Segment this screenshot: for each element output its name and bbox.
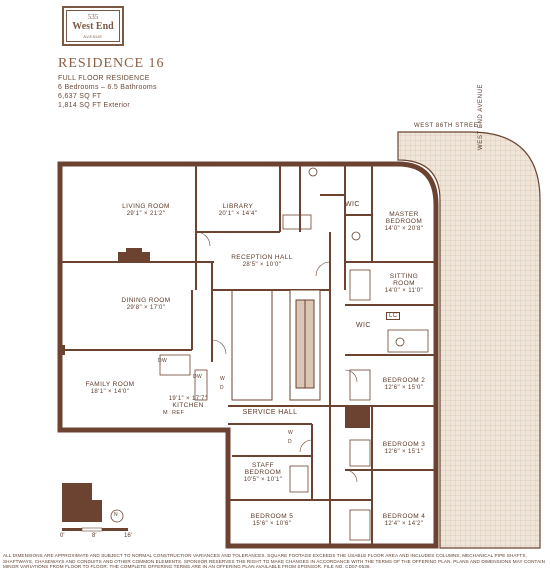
scale-zero: 0'	[60, 533, 65, 539]
room-bedroom2-dim: 12'6" × 15'0"	[384, 385, 424, 391]
label-washer-1: W	[220, 376, 226, 382]
interior-walls	[62, 166, 436, 546]
logo-sub: AVENUE	[83, 34, 103, 39]
label-washer-2: W	[288, 430, 294, 436]
building-logo: 535 West End AVENUE	[62, 6, 124, 46]
label-dw-1: DW	[158, 358, 168, 364]
room-service-name: SERVICE HALL	[242, 409, 298, 416]
scale-sixteen: 16'	[124, 533, 132, 539]
label-dryer-1: D	[220, 385, 225, 391]
room-family-dim: 18'1" × 14'0"	[90, 389, 130, 395]
room-dining-dim: 29'8" × 17'0"	[126, 305, 166, 311]
room-master: MASTER BEDROOM 14'0" × 20'8"	[372, 211, 436, 232]
room-bedroom2: BEDROOM 2 12'6" × 15'0"	[372, 377, 436, 391]
room-sitting: SITTING ROOM 14'0" × 11'0"	[372, 273, 436, 294]
logo-number: 535	[87, 13, 99, 21]
room-living: LIVING ROOM 29'1" × 21'2"	[96, 203, 196, 217]
label-m: M	[163, 410, 168, 416]
label-dw-2: DW	[193, 374, 203, 380]
room-reception: RECEPTION HALL 28'5" × 10'0"	[212, 254, 312, 268]
door-swings	[195, 231, 358, 483]
room-bedroom3: BEDROOM 3 12'6" × 15'1"	[372, 441, 436, 455]
room-bedroom4-name: BEDROOM 4	[382, 513, 426, 520]
label-ref: REF	[172, 410, 185, 416]
room-kitchen-name: KITCHEN	[172, 402, 204, 409]
room-bedroom3-name: BEDROOM 3	[382, 441, 426, 448]
street-east: WEST END AVENUE	[478, 83, 484, 150]
room-dining: DINING ROOM 29'8" × 17'0"	[96, 297, 196, 311]
street-north: WEST 86TH STREET	[414, 123, 483, 129]
key-plan	[62, 483, 102, 522]
info-line-1: FULL FLOOR RESIDENCE	[58, 75, 150, 82]
fireplaces	[60, 248, 370, 428]
room-library: LIBRARY 20'1" × 14'4"	[198, 203, 278, 217]
room-staff-name1: STAFF	[251, 462, 275, 469]
kitchen-counters	[159, 354, 208, 401]
room-living-dim: 29'1" × 21'2"	[126, 211, 166, 217]
room-sitting-dim: 14'0" × 11'0"	[384, 288, 424, 294]
residence-title: RESIDENCE 16	[58, 56, 165, 71]
stair-core	[231, 289, 321, 401]
room-bedroom5: BEDROOM 5 15'6" × 10'6"	[232, 513, 312, 527]
room-family-name: FAMILY ROOM	[85, 381, 135, 388]
room-bedroom2-name: BEDROOM 2	[382, 377, 426, 384]
room-reception-dim: 28'5" × 10'0"	[242, 262, 282, 268]
scale-eight: 8'	[92, 533, 97, 539]
room-library-name: LIBRARY	[222, 203, 254, 210]
disclaimer: ALL DIMENSIONS ARE APPROXIMATE AND SUBJE…	[3, 553, 546, 570]
label-wic-master: WIC	[345, 201, 360, 208]
exterior-walls	[57, 161, 439, 549]
room-service: SERVICE HALL	[228, 409, 312, 416]
room-bedroom5-dim: 15'6" × 10'6"	[252, 521, 292, 527]
logo-name: West End	[72, 21, 114, 32]
room-master-name1: MASTER	[389, 211, 419, 218]
room-library-dim: 20'1" × 14'4"	[218, 211, 258, 217]
info-line-2: 6 Bedrooms – 6.5 Bathrooms	[58, 84, 157, 91]
north-arrow	[110, 509, 124, 523]
room-kitchen: 19'1" × 17'7" KITCHEN	[160, 396, 216, 409]
scale-bar	[62, 527, 128, 532]
label-wic-bed2: WIC	[356, 322, 371, 329]
room-master-dim: 14'0" × 20'8"	[384, 226, 424, 232]
north-label: N	[114, 512, 118, 518]
label-lc: LC	[386, 312, 401, 320]
room-bedroom4-dim: 12'4" × 14'2"	[384, 521, 424, 527]
info-line-3: 6,637 SQ FT	[58, 93, 102, 100]
room-staff: STAFF BEDROOM 10'5" × 10'1"	[234, 462, 292, 483]
room-family: FAMILY ROOM 18'1" × 14'0"	[70, 381, 150, 395]
room-sitting-name2: ROOM	[393, 280, 415, 287]
room-bedroom3-dim: 12'6" × 15'1"	[384, 449, 424, 455]
info-line-4: 1,814 SQ FT Exterior	[58, 102, 131, 109]
room-bedroom4: BEDROOM 4 12'4" × 14'2"	[372, 513, 436, 527]
terrace	[397, 131, 541, 549]
room-kitchen-dim: 19'1" × 17'7"	[168, 396, 208, 402]
room-staff-dim: 10'5" × 10'1"	[243, 477, 283, 483]
room-sitting-name1: SITTING	[389, 273, 419, 280]
room-dining-name: DINING ROOM	[121, 297, 171, 304]
room-bedroom5-name: BEDROOM 5	[250, 513, 294, 520]
room-living-name: LIVING ROOM	[122, 203, 170, 210]
room-reception-name: RECEPTION HALL	[231, 254, 293, 261]
logo-inner-frame	[66, 10, 120, 42]
room-master-name2: BEDROOM	[385, 218, 423, 225]
label-dryer-2: D	[288, 439, 293, 445]
room-staff-name2: BEDROOM	[244, 469, 282, 476]
floor-plan	[57, 131, 541, 549]
bath-fixtures	[282, 167, 429, 541]
